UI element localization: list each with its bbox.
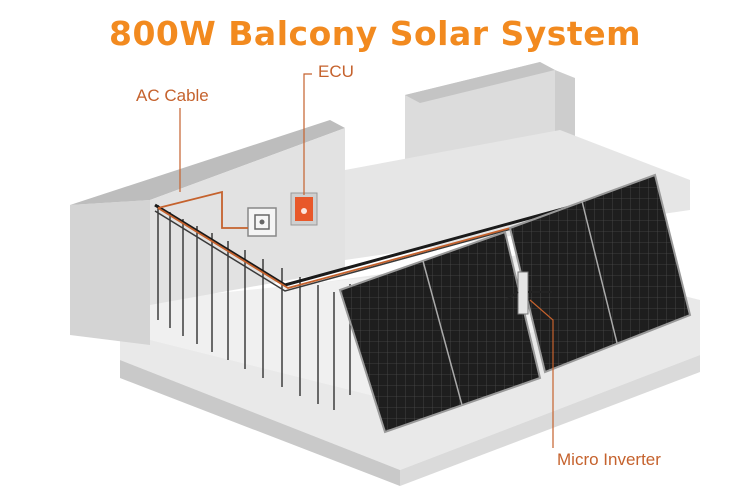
pillar-top [405, 62, 555, 103]
right-wall [345, 130, 690, 260]
label-ecu: ECU [318, 62, 354, 81]
railing-posts [157, 205, 396, 410]
label-micro-inverter: Micro Inverter [557, 450, 661, 469]
railing-top [154, 183, 651, 287]
leader-ecu [303, 73, 312, 195]
page-title: 800W Balcony Solar System [109, 14, 641, 53]
left-wall-front [70, 200, 150, 345]
wall-socket [247, 207, 277, 237]
floor-side-edge [400, 355, 700, 486]
label-ac-cable: AC Cable [136, 86, 209, 105]
left-wall-top [70, 120, 345, 205]
micro-inverter [504, 271, 552, 315]
floor-front-edge [120, 360, 400, 486]
solar-panel-left [338, 230, 542, 434]
ac-cable-wall-run [157, 190, 248, 229]
leader-micro-inverter [529, 299, 554, 448]
